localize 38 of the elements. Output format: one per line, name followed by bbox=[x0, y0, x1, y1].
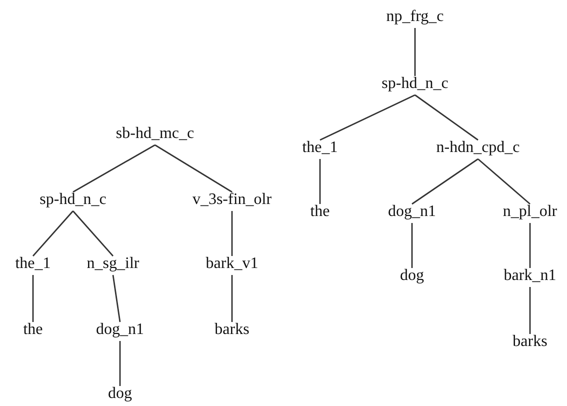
tree-node-label: sb-hd_mc_c bbox=[116, 125, 194, 143]
tree-branch-line bbox=[231, 211, 233, 256]
tree-node-label: n-hdn_cpd_c bbox=[436, 139, 520, 157]
tree-node-label: barks bbox=[512, 333, 548, 351]
tree-node-label: np_frg_c bbox=[386, 8, 444, 26]
tree-branch-line bbox=[529, 223, 531, 268]
tree-node-label: bark_v1 bbox=[206, 255, 258, 273]
tree-branch-line bbox=[72, 144, 156, 193]
tree-node-label: n_pl_olr bbox=[502, 203, 558, 221]
tree-branch-line bbox=[478, 158, 530, 205]
tree-node-label: dog_n1 bbox=[96, 321, 144, 339]
tree-node-label: the_1 bbox=[302, 139, 338, 157]
tree-branch-line bbox=[112, 274, 121, 322]
tree-node-label: dog bbox=[400, 267, 424, 285]
tree-branch-line bbox=[32, 275, 34, 322]
tree-node-label: n_sg_ilr bbox=[86, 255, 140, 273]
tree-branch-line bbox=[412, 158, 478, 205]
tree-branch-line bbox=[119, 341, 121, 386]
tree-node-label: dog bbox=[108, 385, 132, 403]
tree-branch-line bbox=[414, 94, 478, 141]
tree-node-label: the bbox=[310, 203, 330, 221]
tree-branch-line bbox=[231, 275, 233, 322]
tree-node-label: the_1 bbox=[15, 255, 51, 273]
tree-node-label: dog_n1 bbox=[388, 203, 436, 221]
tree-branch-line bbox=[414, 28, 416, 76]
tree-node-label: sp-hd_n_c bbox=[40, 191, 106, 209]
tree-branch-line bbox=[32, 210, 74, 256]
tree-branch-line bbox=[72, 210, 114, 256]
tree-node-label: the bbox=[23, 321, 43, 339]
tree-branch-line bbox=[320, 94, 416, 141]
tree-branch-line bbox=[319, 159, 321, 204]
tree-branch-line bbox=[529, 287, 531, 334]
tree-branch-line bbox=[411, 223, 413, 268]
tree-branch-line bbox=[154, 144, 232, 193]
tree-node-label: bark_n1 bbox=[504, 267, 556, 285]
tree-node-label: barks bbox=[214, 321, 250, 339]
tree-node-label: sp-hd_n_c bbox=[382, 75, 448, 93]
tree-node-label: v_3s-fin_olr bbox=[192, 191, 272, 209]
